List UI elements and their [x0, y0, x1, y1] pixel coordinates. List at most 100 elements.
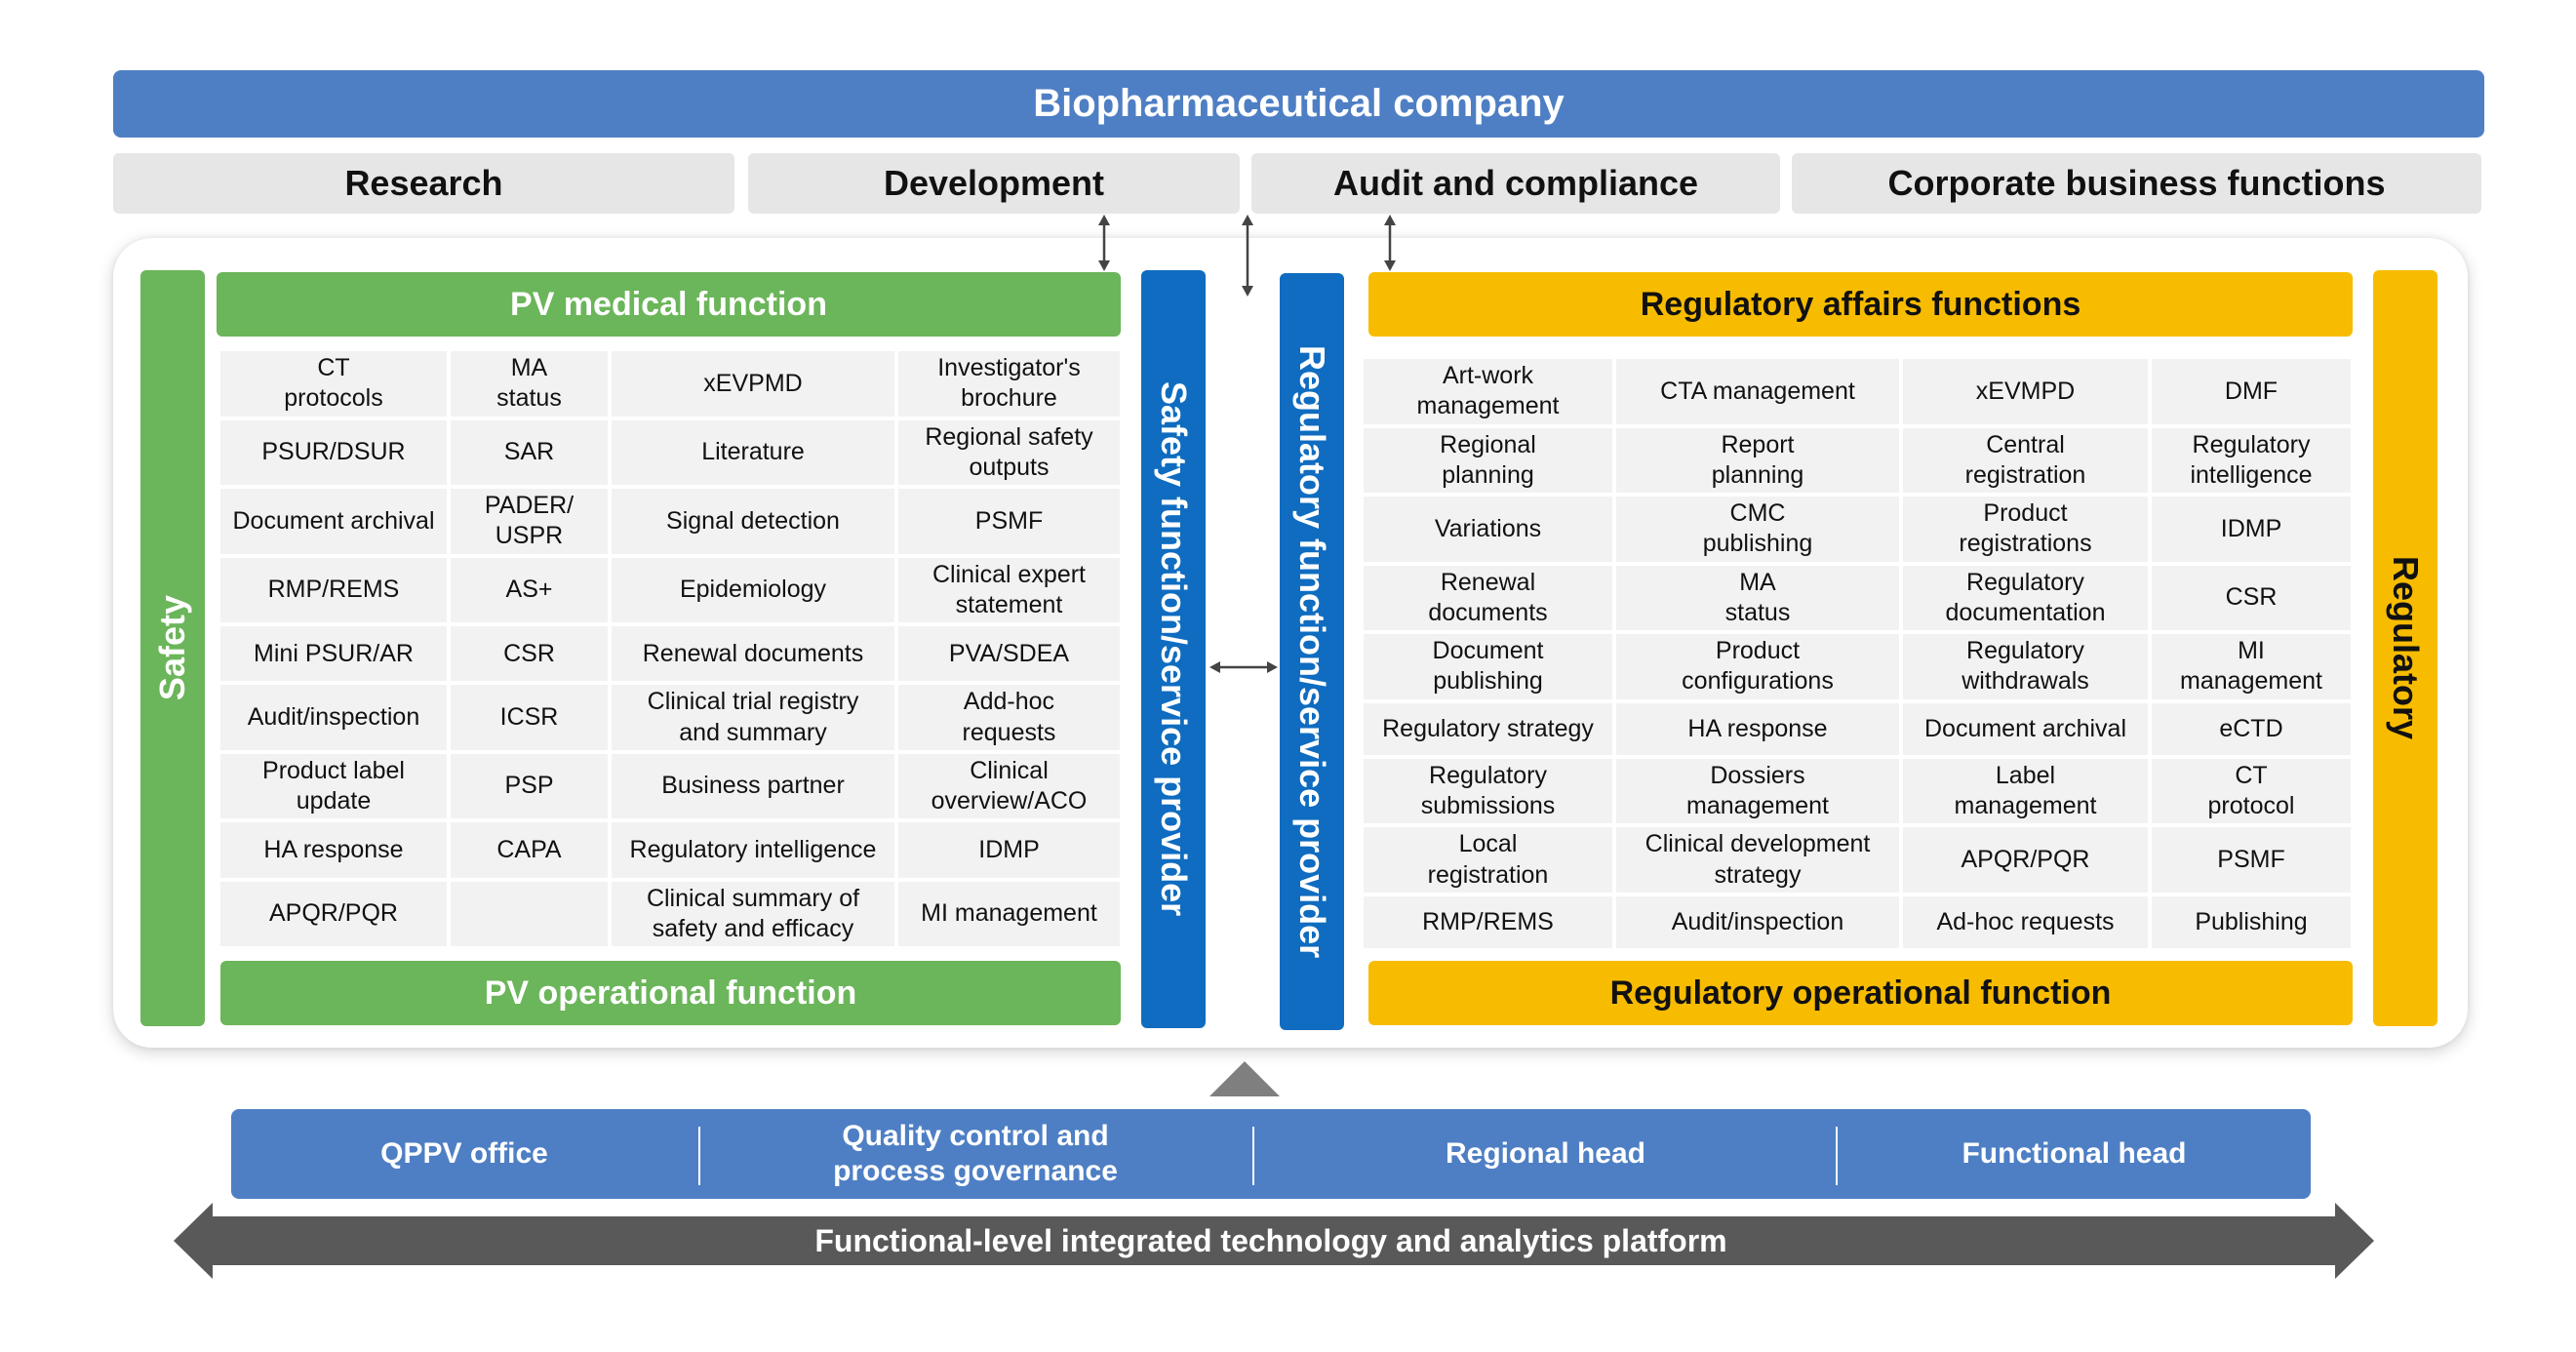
regulatory-cell-label: Regulatory documentation [1945, 568, 2106, 626]
safety-cell: IDMP [898, 822, 1120, 878]
safety-cell: CSR [451, 626, 608, 682]
safety-cell [451, 881, 608, 946]
regulatory-cell-label: DMF [2224, 377, 2279, 405]
regulatory-cell: PSMF [2152, 827, 2351, 893]
safety-cell: AS+ [451, 557, 608, 622]
safety-side-label: Safety [152, 595, 192, 701]
safety-cell: SAR [451, 419, 608, 485]
dept-label: Corporate business functions [1887, 163, 2386, 203]
safety-cell: HA response [220, 822, 447, 878]
safety-cell: PSMF [898, 489, 1120, 554]
regulatory-cell: Clinical development strategy [1616, 827, 1899, 893]
safety-cell: PSP [451, 753, 608, 819]
safety-cell: Epidemiology [612, 557, 894, 622]
regulatory-cell: CTA management [1616, 359, 1899, 424]
dept-label: Development [883, 163, 1105, 203]
regulatory-cell-label: CSR [2225, 583, 2278, 612]
safety-cell-label: xEVPMD [703, 369, 803, 397]
safety-cell-label: APQR/PQR [269, 899, 398, 928]
regulatory-affairs-label: Regulatory affairs functions [1640, 285, 2081, 323]
company-bar: Biopharmaceutical company [113, 70, 2484, 138]
regulatory-cell: Document publishing [1364, 634, 1612, 699]
regulatory-cell: IDMP [2152, 497, 2351, 562]
safety-cell: Signal detection [612, 489, 894, 554]
regulatory-side-bar: Regulatory [2373, 270, 2437, 1026]
dept-development: Development [748, 153, 1240, 214]
dept-label: Research [344, 163, 503, 203]
regulatory-cell: Regulatory strategy [1364, 702, 1612, 755]
regulatory-cell: Dossiers management [1616, 758, 1899, 824]
regulatory-cell: Regional planning [1364, 427, 1612, 493]
safety-cell-label: Clinical expert statement [931, 560, 1086, 618]
dept-corporate-business: Corporate business functions [1792, 153, 2481, 214]
company-title: Biopharmaceutical company [1033, 82, 1565, 125]
safety-cell-label: Clinical trial registry and summary [647, 688, 859, 746]
regulatory-cell-label: Dossiers management [1686, 761, 1829, 819]
double-arrow-horizontal-icon [1209, 661, 1278, 673]
regulatory-cell: Regulatory withdrawals [1903, 634, 2148, 699]
safety-cell: xEVPMD [612, 351, 894, 417]
regulatory-cell-label: Renewal documents [1428, 568, 1548, 626]
regulatory-cell: Art-work management [1364, 359, 1612, 424]
regulatory-cell: Local registration [1364, 827, 1612, 893]
safety-cell: PVA/SDEA [898, 626, 1120, 682]
regulatory-cell: Ad-hoc requests [1903, 895, 2148, 948]
safety-provider-label: Safety function/service provider [1154, 381, 1194, 917]
safety-cell: MI management [898, 881, 1120, 946]
governance-item-label: QPPV office [380, 1137, 548, 1170]
triangle-up-icon [1209, 1061, 1280, 1096]
safety-cell: Clinical overview/ACO [898, 753, 1120, 819]
regulatory-cell-label: Variations [1434, 514, 1542, 542]
safety-cell-label: PVA/SDEA [948, 639, 1070, 667]
safety-cell-label: Regional safety outputs [925, 422, 1093, 481]
regulatory-cell-label: Art-work management [1416, 362, 1560, 420]
safety-cell-label: Investigator's brochure [937, 354, 1081, 413]
safety-cell: Literature [612, 419, 894, 485]
safety-cell-label: Business partner [661, 772, 845, 800]
safety-cell-label: Audit/inspection [247, 702, 420, 731]
safety-cell-label: PSP [504, 772, 554, 800]
governance-item-regional-head: Regional head [1254, 1109, 1837, 1199]
safety-cell-label: SAR [503, 438, 555, 466]
regulatory-cell: Variations [1364, 497, 1612, 562]
safety-cell: Renewal documents [612, 626, 894, 682]
dept-research: Research [113, 153, 734, 214]
regulatory-cell-label: Audit/inspection [1671, 907, 1844, 935]
dept-label: Audit and compliance [1332, 163, 1699, 203]
safety-cell: Regional safety outputs [898, 419, 1120, 485]
governance-item-label: Quality control and process governance [833, 1120, 1118, 1187]
regulatory-cell-label: Clinical development strategy [1645, 830, 1871, 889]
regulatory-cell-label: eCTD [2219, 714, 2283, 742]
safety-cell-label: Document archival [232, 506, 435, 535]
regulatory-cell-label: Local registration [1427, 830, 1549, 889]
regulatory-cell: MA status [1616, 565, 1899, 630]
regulatory-cell-label: MA status [1724, 568, 1791, 626]
regulatory-cell: Document archival [1903, 702, 2148, 755]
platform-label-text: Functional-level integrated technology a… [814, 1222, 1727, 1258]
regulatory-cell: MI management [2152, 634, 2351, 699]
safety-cell: Add-hoc requests [898, 685, 1120, 750]
safety-cell: Clinical expert statement [898, 557, 1120, 622]
safety-cell: RMP/REMS [220, 557, 447, 622]
governance-item-functional-head: Functional head [1838, 1109, 2311, 1199]
regulatory-cell: Report planning [1616, 427, 1899, 493]
regulatory-cell-label: Product configurations [1682, 637, 1834, 696]
safety-cell: CT protocols [220, 351, 447, 417]
safety-cell-label: Add-hoc requests [962, 688, 1056, 746]
double-arrow-vertical-icon [1384, 215, 1396, 271]
safety-cell-label: Renewal documents [642, 639, 864, 667]
regulatory-cell-label: Publishing [2195, 907, 2308, 935]
regulatory-cell-label: Regulatory submissions [1420, 761, 1556, 819]
regulatory-cell-label: Document publishing [1432, 637, 1544, 696]
safety-cell: PSUR/DSUR [220, 419, 447, 485]
double-arrow-vertical-icon [1242, 215, 1253, 297]
regulatory-operational-label: Regulatory operational function [1609, 974, 2112, 1012]
regulatory-cell-label: Regulatory intelligence [2190, 430, 2313, 489]
safety-provider-bar: Safety function/service provider [1141, 270, 1206, 1028]
safety-cell-label: Clinical summary of safety and efficacy [646, 884, 860, 942]
safety-cell: Clinical summary of safety and efficacy [612, 881, 894, 946]
divider [1836, 1127, 1838, 1185]
safety-cell: Regulatory intelligence [612, 822, 894, 878]
regulatory-cell: Regulatory intelligence [2152, 427, 2351, 493]
